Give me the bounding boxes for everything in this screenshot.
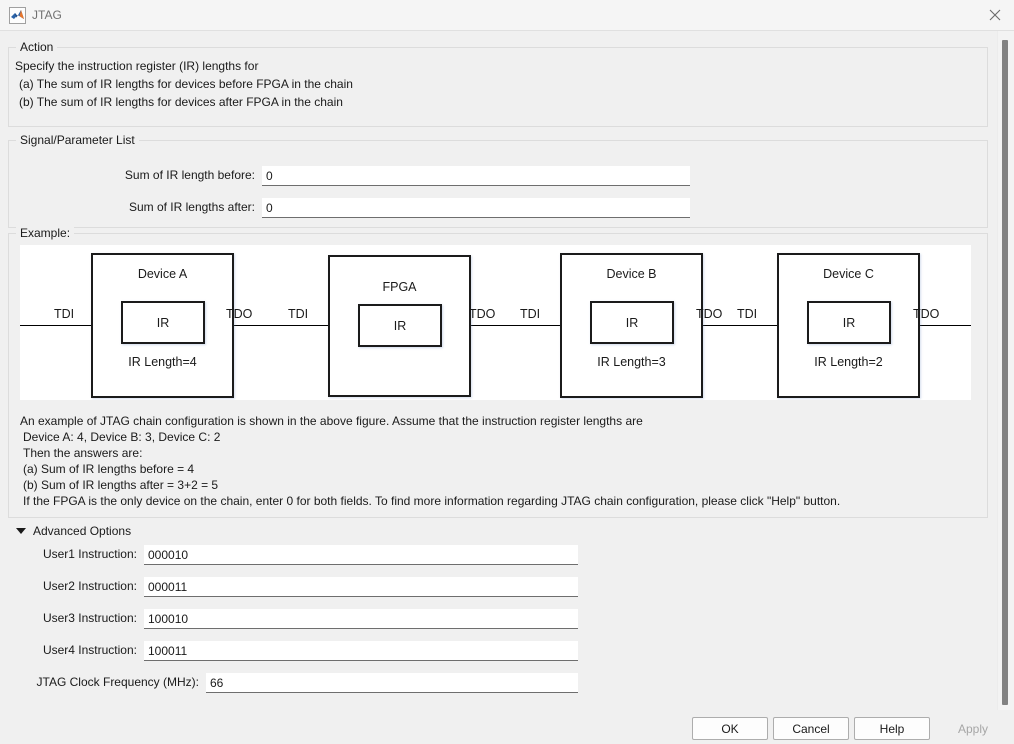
device-box-a: Device A IR IR Length=4 xyxy=(91,253,234,398)
ir-label: IR xyxy=(842,315,856,330)
example-explanation-line: If the FPGA is the only device on the ch… xyxy=(23,494,841,508)
user4-instruction-row: User4 Instruction: xyxy=(43,641,578,661)
help-button[interactable]: Help xyxy=(854,717,930,740)
ir-label: IR xyxy=(625,315,639,330)
port-label-tdi-fpga: TDI xyxy=(288,307,309,321)
ir-register-box-fpga: IR xyxy=(358,304,442,347)
apply-button: Apply xyxy=(935,717,1011,740)
ir-length-a: IR Length=4 xyxy=(128,355,197,369)
cancel-button[interactable]: Cancel xyxy=(773,717,849,740)
user3-instruction-label: User3 Instruction: xyxy=(42,611,137,625)
sum-ir-length-before-label: Sum of IR length before: xyxy=(124,168,255,182)
user1-instruction-input[interactable] xyxy=(144,545,578,565)
user2-instruction-row: User2 Instruction: xyxy=(43,577,578,597)
user4-instruction-input[interactable] xyxy=(144,641,578,661)
signal-parameter-list-group: Signal/Parameter List Sum of IR length b… xyxy=(8,133,988,228)
close-icon[interactable] xyxy=(978,0,1014,30)
device-box-c: Device C IR IR Length=2 xyxy=(777,253,920,398)
chain-wire-segment xyxy=(214,325,328,326)
ok-button[interactable]: OK xyxy=(692,717,768,740)
vertical-scrollbar-thumb[interactable] xyxy=(1002,40,1008,705)
sum-ir-lengths-after-row: Sum of IR lengths after: xyxy=(129,198,690,218)
example-explanation-line: (b) Sum of IR lengths after = 3+2 = 5 xyxy=(23,478,219,492)
device-c-title: Device C xyxy=(823,267,874,281)
ir-label: IR xyxy=(156,315,170,330)
port-label-tdo-fpga: TDO xyxy=(469,307,496,321)
ir-label: IR xyxy=(393,318,407,333)
fpga-title: FPGA xyxy=(382,280,417,294)
user1-instruction-label: User1 Instruction: xyxy=(42,547,137,561)
chain-wire-segment xyxy=(450,325,562,326)
device-box-b: Device B IR IR Length=3 xyxy=(560,253,703,398)
chain-wire-segment xyxy=(919,325,971,326)
sum-ir-lengths-after-label: Sum of IR lengths after: xyxy=(128,200,255,214)
port-label-tdo-c: TDO xyxy=(913,307,940,321)
jtag-clock-frequency-label: JTAG Clock Frequency (MHz): xyxy=(36,675,199,689)
port-label-tdi-a: TDI xyxy=(54,307,75,321)
ir-register-box-b: IR xyxy=(590,301,674,344)
user2-instruction-input[interactable] xyxy=(144,577,578,597)
user1-instruction-row: User1 Instruction: xyxy=(43,545,578,565)
action-text-line: (a) The sum of IR lengths for devices be… xyxy=(19,77,353,91)
port-label-tdo-b: TDO xyxy=(696,307,723,321)
ir-register-box-a: IR xyxy=(121,301,205,344)
ir-length-b: IR Length=3 xyxy=(597,355,666,369)
port-label-tdi-b: TDI xyxy=(520,307,541,321)
ir-length-c: IR Length=2 xyxy=(814,355,883,369)
sum-ir-lengths-after-input[interactable] xyxy=(262,198,690,218)
user3-instruction-input[interactable] xyxy=(144,609,578,629)
user2-instruction-label: User2 Instruction: xyxy=(42,579,137,593)
action-text-line: (b) The sum of IR lengths for devices af… xyxy=(19,95,343,109)
jtag-chain-diagram: Device A IR IR Length=4 TDI TDO FPGA IR … xyxy=(20,245,971,400)
example-group-legend: Example: xyxy=(16,226,75,240)
sum-ir-length-before-input[interactable] xyxy=(262,166,690,186)
sum-ir-length-before-row: Sum of IR length before: xyxy=(125,166,690,186)
device-box-fpga: FPGA IR xyxy=(328,255,471,397)
user3-instruction-row: User3 Instruction: xyxy=(43,609,578,629)
user4-instruction-label: User4 Instruction: xyxy=(42,643,137,657)
jtag-clock-frequency-input[interactable] xyxy=(206,673,578,693)
window-title: JTAG xyxy=(32,8,62,22)
device-b-title: Device B xyxy=(606,267,657,281)
action-group: Action Specify the instruction register … xyxy=(8,40,988,127)
action-group-legend: Action xyxy=(16,40,58,54)
port-label-tdo-a: TDO xyxy=(226,307,253,321)
advanced-options-toggle[interactable]: Advanced Options xyxy=(16,523,131,539)
example-explanation-line: An example of JTAG chain configuration i… xyxy=(20,414,643,428)
jtag-clock-frequency-row: JTAG Clock Frequency (MHz): xyxy=(37,673,578,693)
dialog-button-bar: OK Cancel Help Apply xyxy=(0,710,997,744)
matlab-membrane-icon xyxy=(9,7,26,24)
example-group: Example: Device A IR IR Length=4 TDI TDO… xyxy=(8,226,988,518)
example-explanation-line: (a) Sum of IR lengths before = 4 xyxy=(23,462,195,476)
example-explanation-line: Then the answers are: xyxy=(23,446,143,460)
example-explanation-line: Device A: 4, Device B: 3, Device C: 2 xyxy=(23,430,221,444)
chevron-down-icon xyxy=(16,528,26,534)
chain-wire-segment xyxy=(20,325,92,326)
signal-parameter-list-legend: Signal/Parameter List xyxy=(16,133,139,147)
title-bar: JTAG xyxy=(0,0,1014,31)
chain-wire-segment xyxy=(683,325,798,326)
action-text-line: Specify the instruction register (IR) le… xyxy=(15,59,259,73)
device-a-title: Device A xyxy=(137,267,188,281)
advanced-options-label: Advanced Options xyxy=(33,524,132,538)
port-label-tdi-c: TDI xyxy=(737,307,758,321)
ir-register-box-c: IR xyxy=(807,301,891,344)
